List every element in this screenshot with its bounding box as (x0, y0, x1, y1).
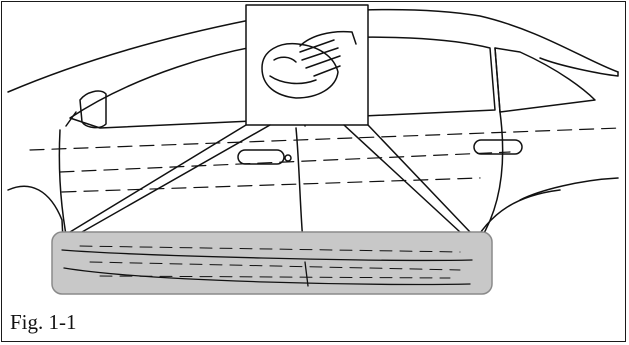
body-line-2 (59, 151, 511, 173)
rocker-panel-bottom (63, 267, 471, 286)
figure-caption: Fig. 1-1 (10, 310, 77, 334)
hand-wiping-with-cloth-icon (261, 30, 357, 99)
rocker-door-seam (304, 261, 309, 287)
rocker-panel-top (61, 249, 473, 262)
callout-line-right-inner (343, 124, 461, 233)
front-door-lock (284, 154, 292, 162)
mirror-arm (65, 111, 77, 127)
callout-line-right (367, 124, 471, 233)
rear-door-handle (473, 139, 523, 155)
front-door-handle (237, 149, 285, 165)
rocker-dash-2 (89, 261, 461, 271)
c-pillar (494, 47, 501, 113)
car-rear-outline (539, 57, 619, 77)
front-fender (7, 185, 65, 261)
body-line-3 (61, 177, 481, 193)
rocker-dash-3 (99, 275, 451, 279)
inset-box (245, 4, 369, 126)
callout-line-left (69, 124, 247, 233)
callout-line-left-inner (81, 124, 271, 233)
rear-quarter-window (494, 47, 596, 113)
side-mirror (79, 90, 107, 129)
rocker-dash-1 (79, 245, 461, 253)
rear-door-edge (479, 111, 504, 241)
body-line-1 (29, 127, 621, 151)
rear-fender (519, 177, 619, 201)
